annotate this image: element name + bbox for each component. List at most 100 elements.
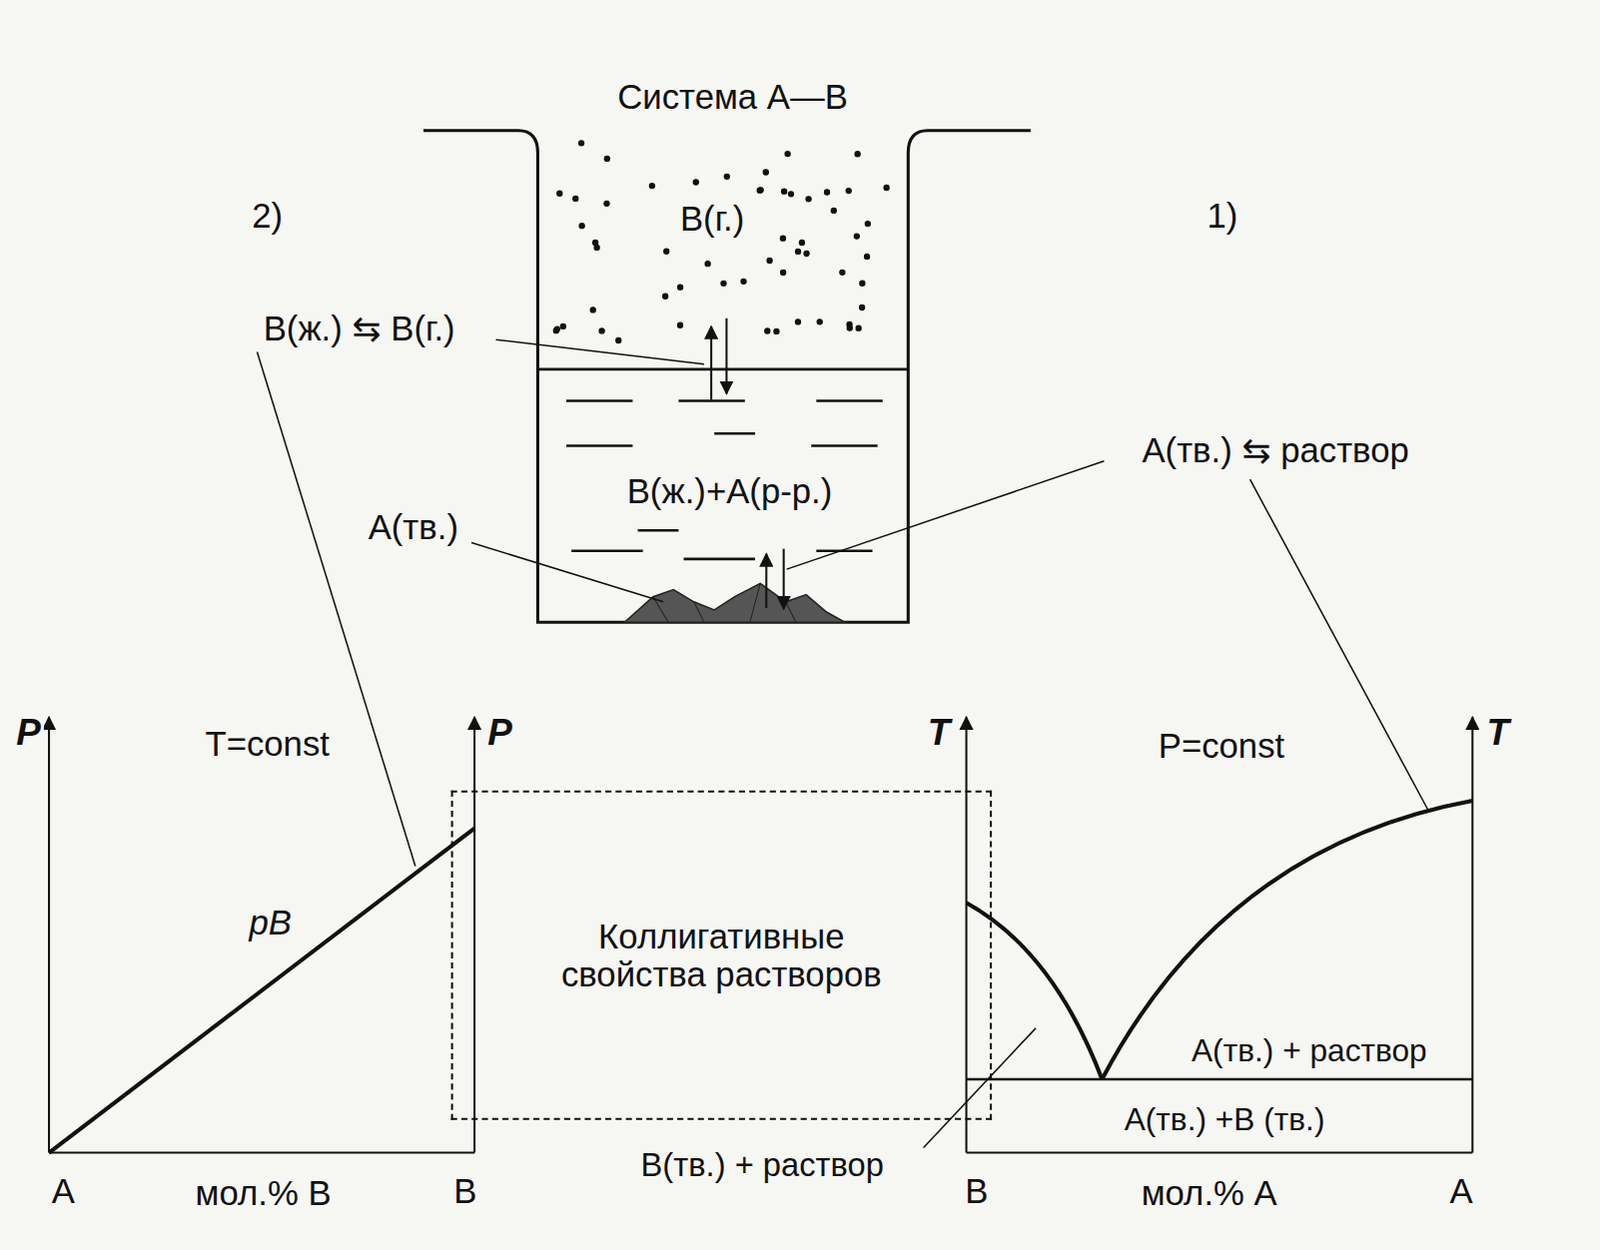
gas-dot: [560, 323, 566, 329]
callout-number: 2): [248, 196, 286, 235]
gas-dot: [859, 280, 865, 286]
leader-line: [787, 461, 1105, 570]
gas-dot: [845, 187, 851, 193]
liquid-dash: [810, 444, 877, 448]
gas-dot: [557, 190, 563, 196]
gas-dot: [663, 293, 669, 299]
part-label: A(тв.): [365, 508, 462, 547]
pressure-line: [48, 828, 475, 1154]
axis-tick: A: [48, 1172, 78, 1211]
gas-dot: [649, 182, 655, 188]
gas-dot: [830, 207, 836, 213]
node-text: Коллигативные свойства растворов: [537, 917, 905, 994]
node-text: Система A—B: [617, 77, 848, 116]
gas-dot: [795, 319, 800, 325]
condensation-arrow: [725, 318, 728, 395]
axis-title: T: [1484, 712, 1514, 753]
axis-line: [965, 717, 968, 1153]
gas-dot: [774, 328, 780, 334]
curves: [48, 800, 1473, 1153]
gas-dot: [799, 239, 804, 245]
axis-line: [473, 717, 476, 1153]
gas-dot: [788, 191, 794, 197]
vessel-outline: [423, 130, 1031, 623]
gas-dot: [724, 173, 730, 179]
gas-dot: [846, 325, 852, 331]
gas-dot: [883, 184, 889, 190]
node-text: B(ж.)+A(р-р.): [627, 472, 833, 511]
gas-dot: [795, 248, 800, 254]
gas-dot: [853, 233, 859, 239]
gas-dot: [616, 337, 622, 343]
gas-dot: [705, 261, 711, 267]
liquid-dash: [566, 399, 633, 403]
condition-label: P=const: [1155, 728, 1289, 767]
gas-dots: [553, 140, 889, 344]
liquid-dash: [684, 558, 757, 562]
gas-dot: [758, 187, 764, 193]
node-text: B(г.): [680, 200, 745, 239]
axis-tick: B: [961, 1172, 991, 1211]
equilibrium-label: A(тв.) ⇆ раствор: [1138, 431, 1412, 470]
gas-dot: [805, 196, 811, 202]
leader-line: [923, 1028, 1036, 1149]
gas-dot: [721, 280, 727, 286]
region-label: A(тв.) + раствор: [1188, 1033, 1431, 1069]
axis-title: P: [484, 712, 516, 753]
gas-dot: [780, 269, 786, 275]
region-label: A(тв.) +B (тв.): [1121, 1102, 1329, 1138]
evaporation-arrow: [710, 326, 713, 401]
liquid-surface: [537, 368, 908, 372]
gas-dot: [757, 187, 763, 193]
axis-line: [1471, 717, 1474, 1153]
gas-dot: [863, 253, 869, 259]
liquidus-a: [1101, 800, 1473, 1080]
leader-line: [471, 543, 664, 603]
liquidus-b: [966, 902, 1103, 1080]
equilibrium-label: B(ж.) ⇆ B(г.): [260, 309, 459, 348]
leader-lines: [256, 339, 1429, 1148]
gas-dot: [677, 322, 683, 328]
gas-dot: [803, 250, 809, 256]
gas-dot: [858, 304, 864, 310]
gas-dot: [590, 307, 596, 313]
gas-dot: [767, 257, 773, 263]
gas-dot: [823, 189, 829, 195]
callout-number: 1): [1203, 196, 1241, 235]
gas-dot: [573, 195, 579, 201]
liquid-dash: [815, 399, 882, 403]
gas-dot: [599, 328, 605, 334]
gas-dot: [855, 325, 861, 331]
liquid-dash: [714, 432, 756, 436]
axis-tick: A: [1446, 1172, 1476, 1211]
gas-dot: [664, 248, 670, 254]
gas-dot: [765, 328, 771, 334]
axis-line: [47, 717, 50, 1153]
solid-crystals: [624, 583, 845, 623]
gas-dot: [763, 169, 769, 175]
gas-dot: [864, 220, 870, 226]
gas-dot: [854, 151, 860, 157]
axis-title: T: [924, 712, 954, 753]
gas-dot: [780, 235, 786, 241]
vessel: [423, 130, 1031, 623]
axis-line: [966, 1151, 1474, 1154]
gas-dot: [592, 239, 598, 245]
liquid-dash: [678, 399, 745, 403]
leader-line: [256, 351, 415, 866]
axis-title: мол.% B: [191, 1174, 334, 1213]
region-label: B(тв.) + раствор: [637, 1148, 886, 1185]
gas-dot: [677, 284, 683, 290]
eutectic-line: [966, 1078, 1474, 1082]
liquid-dash: [638, 529, 680, 533]
colligative-box: Коллигативные свойства растворов: [451, 791, 993, 1121]
axis-title: P: [12, 712, 44, 753]
axis-tick: B: [450, 1172, 480, 1211]
liquid-dash: [571, 549, 644, 553]
axis-line: [48, 1151, 475, 1154]
gas-dot: [785, 150, 791, 156]
gas-dot: [554, 326, 560, 332]
curve-label: pB: [245, 904, 295, 943]
dissolution-arrow: [765, 554, 768, 609]
